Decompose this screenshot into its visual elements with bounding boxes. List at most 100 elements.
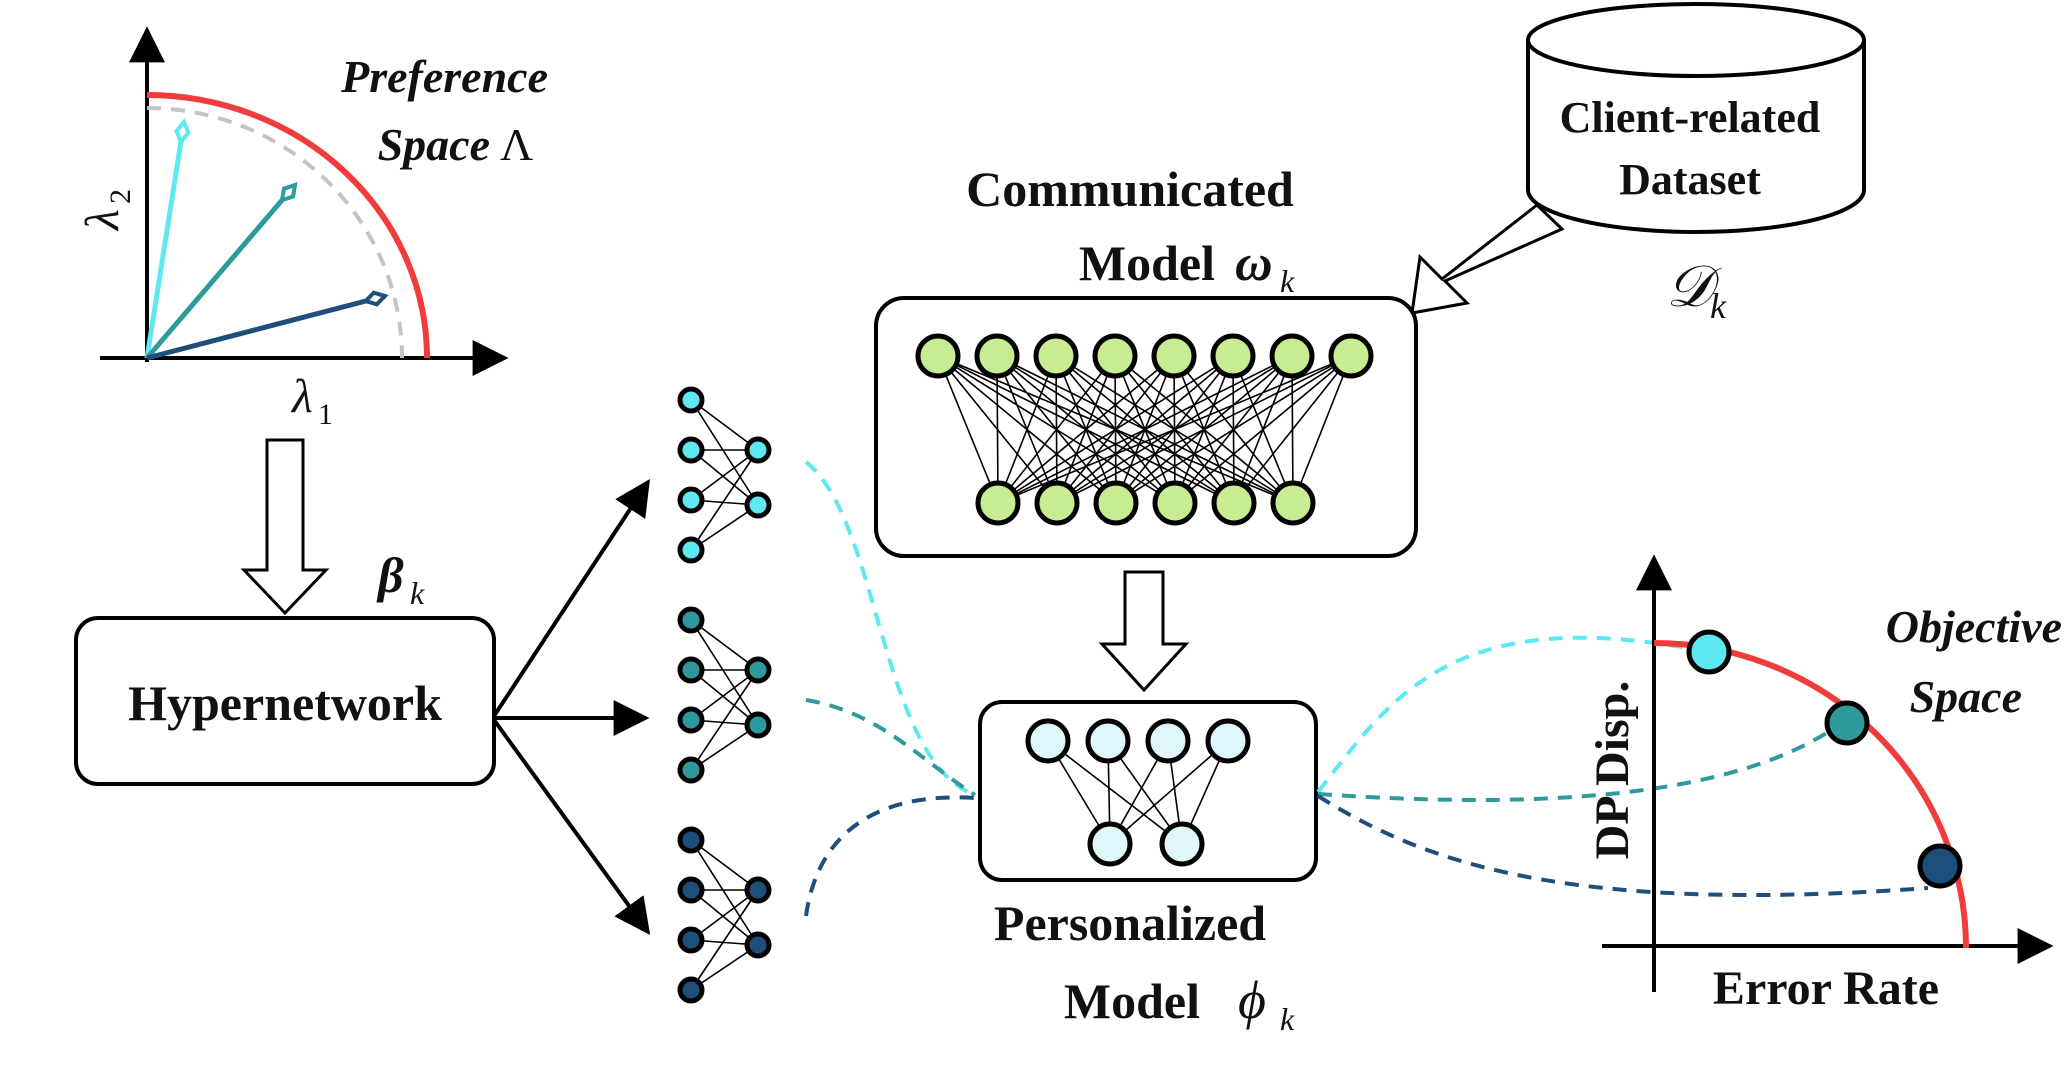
comm-node [974,333,1020,379]
hypernetwork-box [74,616,496,786]
head2-edge [690,669,759,726]
comm-node [1152,480,1198,526]
comm-edge [997,355,1057,504]
preference-space-panel: Preference Space Λ λ 1 λ 2 [76,26,548,431]
pers-node [1145,718,1191,764]
comm-node [1328,333,1374,379]
head3-node [744,876,772,904]
obj-y-axis-label: DP Disp. [1586,681,1639,860]
head-dash-bottom [804,795,976,917]
head1-edge [690,449,759,506]
objective-space-panel: Objective Space Error Rate DP Disp. [1586,554,2062,1015]
head2-node [677,756,705,784]
hyper-arrow-top [492,478,650,718]
obj-point-2 [1824,700,1870,746]
comm-edge [1174,355,1352,504]
pers-model-symbol: ϕ [1238,970,1266,1030]
head3-edge [690,889,759,946]
head2-node [744,656,772,684]
head3-edge [690,889,759,941]
comm-node [1151,333,1197,379]
pref-title-line2: Space [378,119,490,170]
pref-y-axis-label: λ [76,209,129,232]
head2-node [677,656,705,684]
head1-edge [690,449,759,501]
pers-node [1025,718,1071,764]
head-network-1 [677,386,772,564]
head2-node [744,711,772,739]
head1-node [744,491,772,519]
comm-node [975,480,1021,526]
comm-edge [997,355,1175,504]
head3-node [677,876,705,904]
head1-edge [690,449,759,551]
beta-label: β [376,547,404,603]
dataset-line1: Client-related [1560,93,1821,142]
comm-node [1092,333,1138,379]
pers-model-line2: Model [1064,973,1200,1029]
head1-edge [690,399,759,451]
pref-ray-2 [145,183,297,360]
pref-x-axis-sub: 1 [318,398,333,431]
head3-node [677,826,705,854]
pers-model-sub: k [1280,1001,1295,1037]
comm-model-sub: k [1280,263,1295,299]
head1-node [744,436,772,464]
obj-dash-mid [1317,722,1842,802]
obj-point-1 [1686,629,1732,675]
dataset-cylinder-body [1526,40,1866,234]
pref-ray-tip-1 [174,118,191,146]
obj-x-axis-label: Error Rate [1713,962,1939,1015]
head3-node [677,926,705,954]
dataset-cylinder-top [1526,2,1866,78]
obj-title-line1: Objective [1886,601,2062,652]
head2-edge [690,669,759,721]
head2-edge [690,619,759,726]
hypernetwork-label: Hypernetwork [128,675,442,731]
pref-ray-tip-3 [361,290,389,307]
head1-edge [690,399,759,506]
pers-edge [1047,740,1183,845]
comm-edge [1115,355,1352,504]
comm-model-line2: Model [1079,235,1215,291]
comm-node [1034,480,1080,526]
pers-node [1159,821,1205,867]
comm-node [1270,480,1316,526]
pref-title-symbol: Λ [500,119,533,170]
pref-y-axis-sub: 2 [104,189,137,204]
comm-edge [1292,355,1352,504]
head2-edge [690,669,759,771]
pers-edge [1109,740,1229,845]
head1-node [677,486,705,514]
comm-to-pers-arrow [1098,570,1190,693]
pref-y-axis-label-group: λ 2 [76,189,137,232]
head3-edge [690,839,759,891]
dataset-cylinder: Client-related Dataset 𝒟 k [1526,2,1866,326]
pers-node [1085,718,1131,764]
obj-dash-bottom [1316,794,1929,897]
comm-node [1210,333,1256,379]
comm-node [1033,333,1079,379]
head1-node [677,386,705,414]
obj-title-line2: Space [1910,671,2022,722]
comm-edge [997,355,1116,504]
head3-edge [690,839,759,946]
hyper-arrow-bottom [492,718,651,935]
comm-model-network [915,333,1374,526]
head-dash-mid [805,698,977,797]
head2-node [677,706,705,734]
pers-node [1087,821,1133,867]
pers-model-network [1025,718,1251,867]
comm-model-line1: Communicated [966,161,1294,217]
comm-edge [997,355,1293,504]
generated-heads [677,386,772,1004]
pers-model-line1: Personalized [994,895,1266,951]
comm-edge [996,355,999,504]
obj-dash-top [1316,635,1709,794]
pref-ray-3 [146,293,386,361]
comm-node [1093,480,1139,526]
comm-edge [1233,355,1352,504]
comm-node [1269,333,1315,379]
pref-x-axis-label: λ [290,370,313,423]
